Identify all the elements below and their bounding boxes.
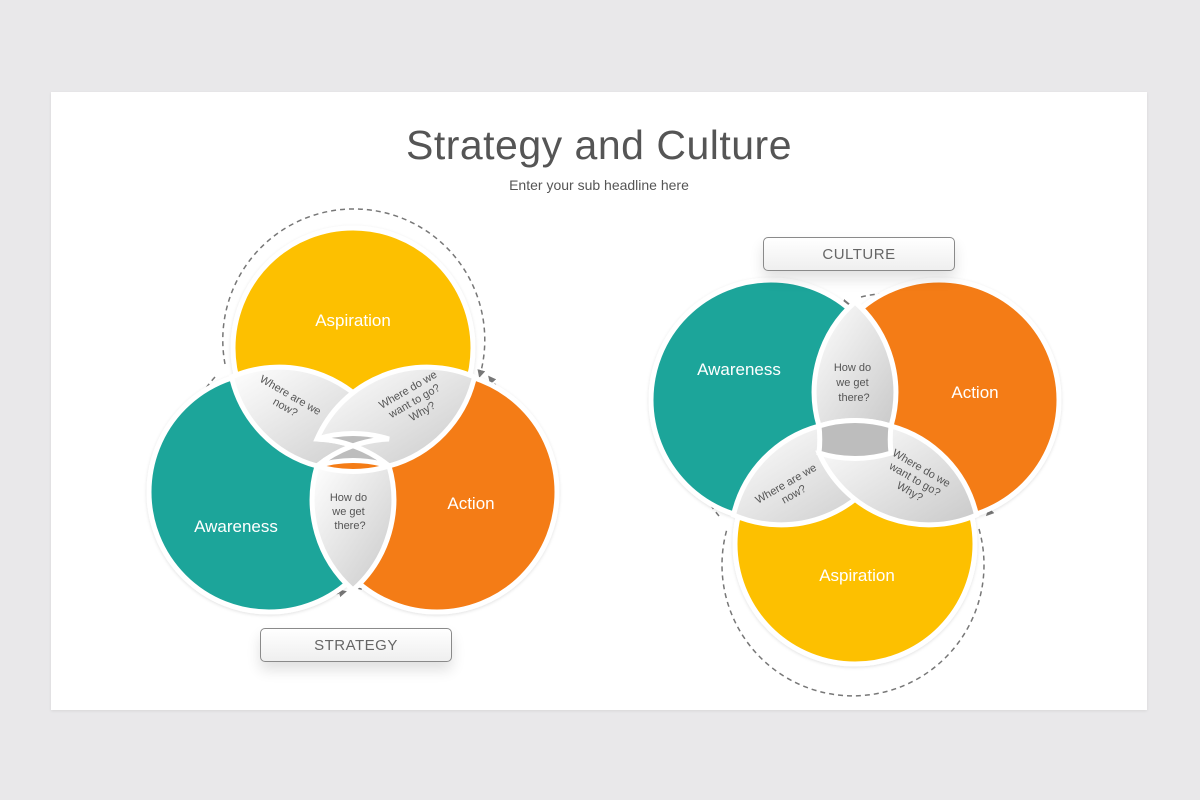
- strategy-awareness-label: Awareness: [194, 517, 278, 536]
- venn-diagrams: Aspiration Awareness Action Where are we…: [146, 208, 1062, 697]
- strategy-circle-labels: Aspiration Awareness Action: [194, 311, 495, 536]
- culture-arc-bottom: [721, 528, 985, 697]
- strategy-center: [315, 431, 391, 469]
- page-title: Strategy and Culture: [405, 122, 793, 168]
- culture-center: [816, 418, 894, 461]
- slide: Strategy and Culture Enter your sub head…: [51, 92, 1147, 710]
- strategy-venn: Aspiration Awareness Action Where are we…: [146, 208, 560, 615]
- culture-venn: Awareness Action Aspiration How do we ge…: [648, 277, 1062, 697]
- culture-aspiration-label: Aspiration: [819, 566, 895, 585]
- strategy-petal-how: [309, 462, 397, 594]
- strategy-arc-top: [222, 208, 486, 378]
- strategy-petals: [228, 364, 478, 594]
- culture-awareness-label: Awareness: [697, 360, 781, 379]
- strategy-aspiration-label: Aspiration: [315, 311, 391, 330]
- culture-circle-labels: Awareness Action Aspiration: [697, 360, 999, 585]
- page-subtitle: Enter your sub headline here: [509, 177, 689, 193]
- strategy-label-box: STRATEGY: [260, 628, 452, 662]
- culture-label-box: CULTURE: [763, 237, 955, 271]
- strategy-action-label: Action: [447, 494, 494, 513]
- culture-action-label: Action: [951, 383, 998, 402]
- culture-how-text: How do we get there?: [834, 362, 874, 404]
- culture-petals: [730, 298, 980, 528]
- strategy-how-text: How do we get there?: [330, 492, 370, 532]
